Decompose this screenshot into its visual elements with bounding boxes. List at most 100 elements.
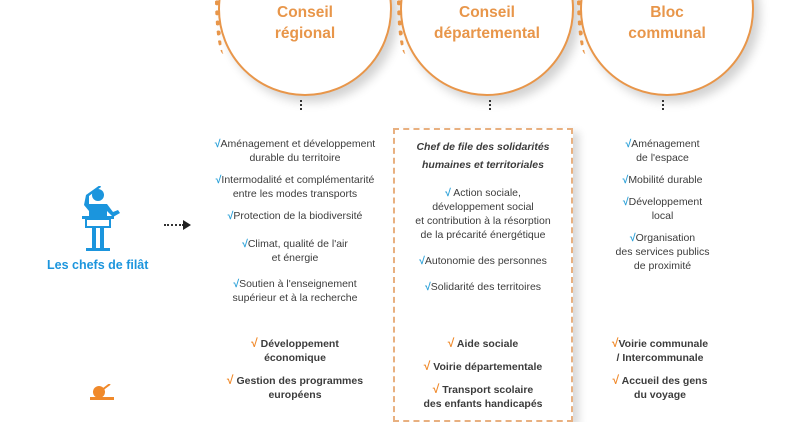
connector-dots [300,100,302,110]
item-text: Intermodalité et complémentarité [221,174,375,186]
check-icon: √ [214,138,221,150]
item-text: local [651,210,674,222]
item-text: de proximité [633,260,692,272]
check-icon: √ [251,336,258,350]
title-line: Conseil [459,4,515,21]
item-text: développement social [432,201,534,213]
list-item: √ Accueil des gens du voyage [600,373,720,402]
item-text: Solidarité des territoires [430,281,542,293]
item-text: Développement [260,338,339,350]
item-text: Mobilité durable [628,174,703,186]
list-item: √ Développement économique [200,336,390,365]
check-icon: √ [612,373,620,387]
check-icon: √ [432,382,440,396]
item-text: Protection de la biodiversité [233,210,363,222]
list-item: √Solidarité des territoires [395,280,571,294]
row-label-chefs-de-file: Les chefs de filât [47,258,149,272]
list-item: √Mobilité durable [595,173,730,187]
list-item: √ Transport scolaire des enfants handica… [395,382,571,411]
list-item: √Protection de la biodiversité [200,209,390,223]
list-item: √Autonomie des personnes [395,254,571,268]
item-text: supérieur et à la recherche [232,292,358,304]
list-item: √Voirie communale / Intercommunale [600,336,720,365]
item-text: et énergie [271,252,319,264]
item-text: Développement [628,196,703,208]
check-icon: √ [419,255,425,267]
item-text: Climat, qualité de l'air [247,238,348,250]
check-icon: √ [622,196,629,208]
circle-title: Conseil départemental [402,2,572,44]
item-text: et contribution à la résorption [415,215,551,227]
check-icon: √ [233,278,240,290]
item-text: Accueil des gens [621,375,708,387]
circle-bloc-communal: Bloc communal [577,0,754,96]
item-text: Voirie communale [618,338,709,350]
item-text: Action sociale, [453,187,521,199]
check-icon: √ [625,138,632,150]
circle-conseil-regional: Conseil régional [215,0,392,96]
item-text: entre les modes transports [232,188,358,200]
box-title-line: humaines et territoriales [422,159,544,171]
list-item: √Développement local [595,195,730,223]
check-icon: √ [611,336,619,350]
check-icon: √ [424,281,431,293]
list-item: √Aménagement de l'espace [595,137,730,165]
circle-title: Conseil régional [220,2,390,44]
list-item: √Aménagement et développement durable du… [200,137,390,165]
departemental-chef-list: Chef de file des solidarités humaines et… [395,130,571,302]
title-line: régional [274,25,336,42]
list-item: √Organisation des services publics de pr… [595,231,730,273]
title-line: communal [628,25,706,42]
item-text: de l'espace [636,152,689,164]
item-text: Aménagement et développement [220,138,376,150]
conductor-icon [82,186,120,251]
item-text: Aménagement [631,138,700,150]
item-text: Soutien à l'enseignement [239,278,357,290]
list-item: √ Gestion des programmes européens [200,373,390,402]
list-item: √Climat, qualité de l'air et énergie [200,237,390,265]
box-title-line: Chef de file des solidarités [416,141,550,153]
item-text: Autonomie des personnes [424,255,547,267]
item-text: durable du territoire [249,152,341,164]
check-icon: √ [622,174,629,186]
box-title: Chef de file des solidarités humaines et… [395,138,571,174]
check-icon: √ [215,174,222,186]
list-item: √Intermodalité et complémentarité entre … [200,173,390,201]
connector-dots [489,100,491,110]
item-text: des services publics [615,246,710,258]
regional-chef-list: √Aménagement et développement durable du… [200,137,390,313]
list-item: √ Aide sociale [395,336,571,351]
list-item: √ Voirie départementale [395,359,571,374]
list-item: √ Action sociale, développement social e… [395,186,571,242]
circle-title: Bloc communal [582,2,752,44]
departemental-box [393,128,573,422]
check-icon: √ [226,373,234,387]
connector-dots [662,100,664,110]
departemental-competences: √ Aide sociale √ Voirie départementale √… [395,336,571,419]
communal-chef-list: √Aménagement de l'espace √Mobilité durab… [595,137,730,281]
arrow-head-icon [183,220,191,230]
check-icon: √ [242,238,248,250]
check-icon: √ [629,232,636,244]
item-text: Gestion des programmes [236,375,364,387]
check-icon: √ [227,210,234,222]
title-line: Conseil [277,4,333,21]
check-icon: √ [447,336,455,350]
communal-competences: √Voirie communale / Intercommunale √ Acc… [600,336,720,410]
check-icon: √ [423,359,431,373]
check-icon: √ [445,187,451,199]
list-item: √Soutien à l'enseignement supérieur et à… [200,277,390,305]
regional-competences: √ Développement économique √ Gestion des… [200,336,390,410]
title-line: Bloc [650,4,684,21]
item-text: économique [264,352,326,364]
item-text: / Intercommunale [616,352,704,364]
item-text: Aide sociale [456,338,519,350]
arrow-right-icon [164,224,184,226]
item-text: Organisation [635,232,696,244]
item-text: de la précarité énergétique [420,229,546,241]
orange-person-icon [90,384,114,400]
item-text: Voirie départementale [433,361,543,373]
item-text: européens [268,389,322,401]
item-text: du voyage [634,389,686,401]
item-text: Transport scolaire [442,384,534,396]
